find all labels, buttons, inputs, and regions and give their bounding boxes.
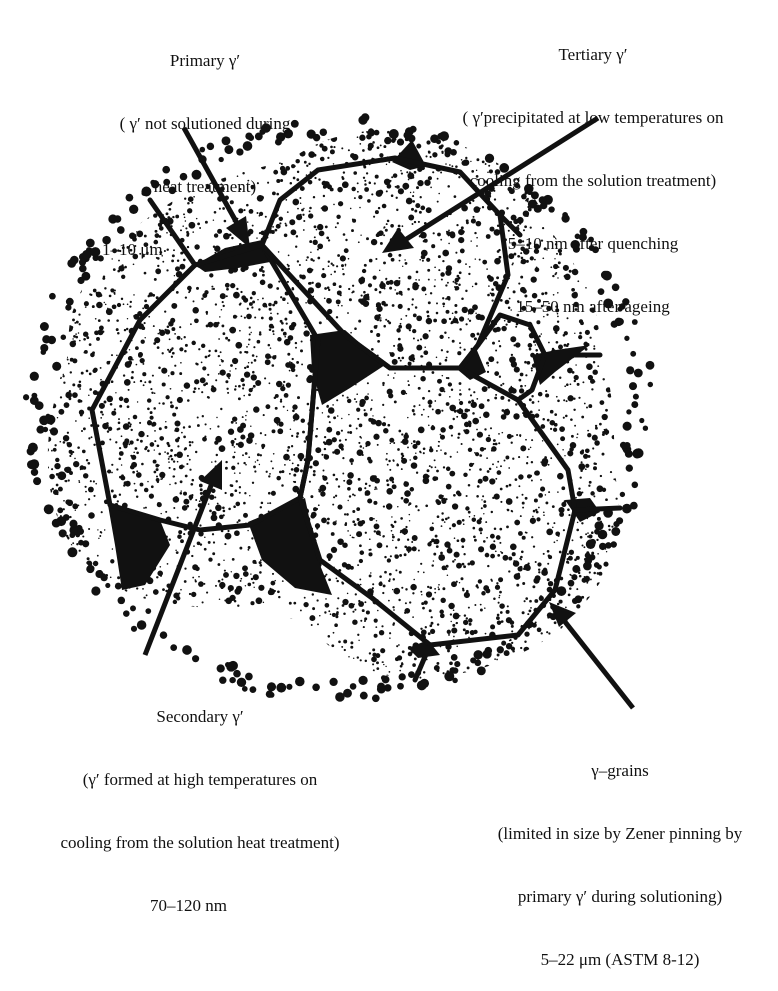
secondary-line3: 70–120 nm (20, 895, 380, 916)
tertiary-title: Tertiary γ′ (408, 44, 778, 65)
label-secondary-gamma-prime: Secondary γ′ (γ′ formed at high temperat… (20, 664, 380, 937)
tertiary-line3: 5–10 nm after quenching (408, 233, 778, 254)
grains-line3: 5–22 μm (ASTM 8-12) (470, 949, 770, 970)
primary-line2: heat treatment) (100, 176, 310, 197)
secondary-title: Secondary γ′ (20, 706, 380, 727)
primary-line1: ( γ′ not solutioned during (100, 113, 310, 134)
tertiary-line4: 15–50 nm after ageing (408, 296, 778, 317)
tertiary-line2: cooling from the solution treatment) (408, 170, 778, 191)
secondary-line2: cooling from the solution heat treatment… (20, 832, 380, 853)
grains-line2: primary γ′ during solutioning) (470, 886, 770, 907)
label-tertiary-gamma-prime: Tertiary γ′ ( γ′precipitated at low temp… (408, 2, 778, 338)
arrow-grains (549, 602, 633, 708)
label-primary-gamma-prime: Primary γ′ ( γ′ not solutioned during he… (100, 8, 310, 281)
grains-line1: (limited in size by Zener pinning by (470, 823, 770, 844)
primary-title: Primary γ′ (100, 50, 310, 71)
grains-title: γ–grains (470, 760, 770, 781)
tertiary-line1: ( γ′precipitated at low temperatures on (408, 107, 778, 128)
secondary-line1: (γ′ formed at high temperatures on (20, 769, 380, 790)
label-gamma-grains: γ–grains (limited in size by Zener pinni… (470, 718, 770, 991)
primary-line3: 1–10 μm (100, 239, 310, 260)
